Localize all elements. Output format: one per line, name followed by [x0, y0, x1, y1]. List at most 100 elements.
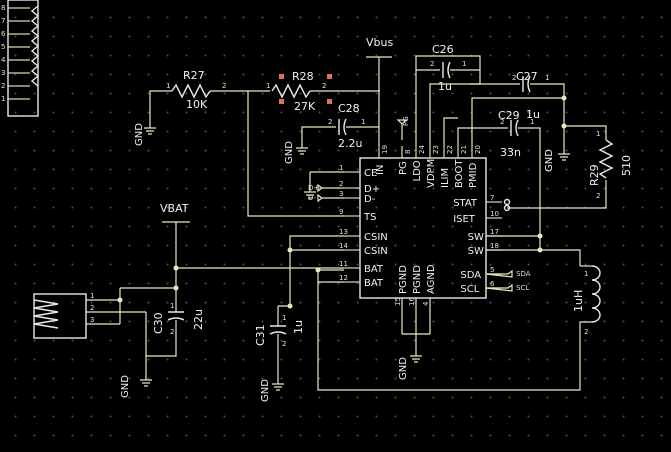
inductor-l1[interactable]: 1 2 1uH [317, 265, 601, 391]
c27-ref: C27 [516, 70, 538, 83]
r28-value: 27K [294, 100, 316, 113]
connector-top-pin-3: 3 [1, 69, 5, 77]
r29-pin2: 2 [596, 192, 600, 200]
ic-pin-num-24: 24 [418, 145, 426, 154]
c31-pin2: 2 [282, 340, 286, 348]
svg-text:GND: GND [260, 379, 271, 402]
ic-pin-num-17: 17 [490, 228, 499, 236]
capacitor-c29[interactable]: 2 1 C29 33n [457, 109, 541, 250]
ic-pin-vdpm: VDPM [426, 159, 437, 188]
c27-pin1: 1 [545, 74, 549, 82]
svg-text:GND: GND [120, 375, 131, 398]
capacitor-c30[interactable]: 1 2 C30 22u [145, 288, 205, 380]
ic-pin-num-3: 3 [339, 190, 343, 198]
connector-bat[interactable]: 1 2 3 [33, 268, 177, 356]
capacitor-c27[interactable]: 2 1 C27 1u [429, 70, 565, 154]
gnd-c31: GND [260, 379, 284, 402]
ic-pin-dplus: D+ [364, 184, 380, 195]
gnd-c28: GND [284, 141, 308, 164]
connector-top-pin-4: 4 [1, 56, 6, 64]
gnd-c30: GND [120, 375, 152, 398]
ic-pin-boot: BOOT [454, 159, 465, 188]
vbat-port: VBAT [160, 202, 190, 223]
c28-ref: C28 [338, 102, 360, 115]
capacitor-c31[interactable]: 1 2 C31 1u [254, 305, 305, 384]
ic-pin-agnd: AGND [426, 264, 437, 294]
ic-pin-dminus: D- [364, 194, 376, 205]
connector-top-pin-8: 8 [1, 4, 5, 12]
c28-pin1: 1 [361, 118, 365, 126]
resistor-r29[interactable]: 1 2 R29 510 [507, 125, 633, 209]
c31-pin1: 1 [282, 314, 286, 322]
ic-pin-num-23: 23 [432, 145, 440, 154]
ic-pin-num-18: 18 [490, 242, 499, 250]
ic-pin-num-16: 16 [408, 297, 416, 306]
capacitor-c26[interactable]: 2 1 C26 1u [415, 43, 481, 146]
svg-text:GND: GND [284, 141, 295, 164]
ic-pin-num-15: 15 [394, 297, 402, 306]
ic-pin-ilim: ILIM [440, 168, 451, 188]
ic-pin-sw: SW [468, 246, 484, 257]
vbat-label: VBAT [160, 202, 189, 215]
r27-value: 10K [186, 98, 208, 111]
svg-text:SCL: SCL [516, 284, 529, 292]
ic-pin-sda: SDA [460, 270, 481, 281]
c26-pin2: 2 [430, 60, 434, 68]
gnd-r27: GND [134, 123, 156, 146]
net-scl: SCL [485, 283, 529, 292]
ic-pin-csin: CSIN [364, 232, 388, 243]
c26-pin1: 1 [462, 60, 466, 68]
resistor-r27[interactable]: 1 2 R27 10K [149, 69, 248, 128]
net-dminus: D- [308, 193, 344, 203]
gnd-label-r27: GND [134, 123, 145, 146]
ic-pin-pmid: PMID [468, 162, 479, 188]
capacitor-c28[interactable]: 2 1 C28 2.2u [301, 102, 379, 150]
connector-top-pin-1: 1 [1, 95, 5, 103]
ic-pin-sw: SW [468, 232, 484, 243]
gnd-ic: GND [398, 355, 422, 380]
c31-value: 1u [292, 320, 305, 334]
ic-pin-num-5: 5 [490, 266, 494, 274]
vbus-port: Vbus [366, 36, 393, 146]
resistor-r28[interactable]: 1 2 R28 27K [248, 70, 380, 113]
ic-pin-num-9: 9 [339, 208, 343, 216]
connector-top-pin-5: 5 [1, 43, 5, 51]
c30-pin2: 2 [170, 328, 174, 336]
vbus-label: Vbus [366, 36, 393, 49]
c29-pin1: 1 [530, 118, 534, 126]
c26-value: 1u [438, 80, 452, 93]
c28-value: 2.2u [338, 137, 362, 150]
net-dplus: D+ [308, 183, 344, 193]
ic-pin-bat: BAT [364, 278, 384, 289]
c30-value: 22u [192, 309, 205, 330]
ic-pin-ts: TS [363, 212, 376, 223]
ic-pin-num-1: 1 [339, 164, 343, 172]
c31-ref: C31 [254, 324, 267, 346]
c30-pin1: 1 [170, 302, 174, 310]
ic-pin-in: IN [375, 165, 386, 175]
net-pg: PG [396, 116, 410, 140]
l1-pin2: 2 [584, 328, 588, 336]
c29-ref: C29 [498, 109, 520, 122]
c28-pin2: 2 [328, 118, 332, 126]
r27-pin1: 1 [166, 82, 170, 90]
c27-value: 1u [526, 108, 540, 121]
ic-pin-num-4: 4 [422, 301, 430, 306]
ic-pin-num-11: 11 [339, 260, 348, 268]
ic-pin-scl: SCL [460, 284, 479, 295]
ic-pin-bat: BAT [364, 264, 384, 275]
ic-pin-ce: CE [364, 168, 377, 179]
ic-pin-num-7: 7 [490, 194, 494, 202]
r27-ref: R27 [183, 69, 205, 82]
l1-value: 1uH [572, 290, 585, 312]
ic-pin-num-8: 8 [404, 150, 412, 154]
r29-ref: R29 [588, 164, 601, 186]
ic-pin-pg: PG [398, 161, 409, 175]
c26-ref: C26 [432, 43, 454, 56]
bat-pin2: 2 [90, 304, 94, 312]
bat-pin1: 1 [90, 292, 94, 300]
